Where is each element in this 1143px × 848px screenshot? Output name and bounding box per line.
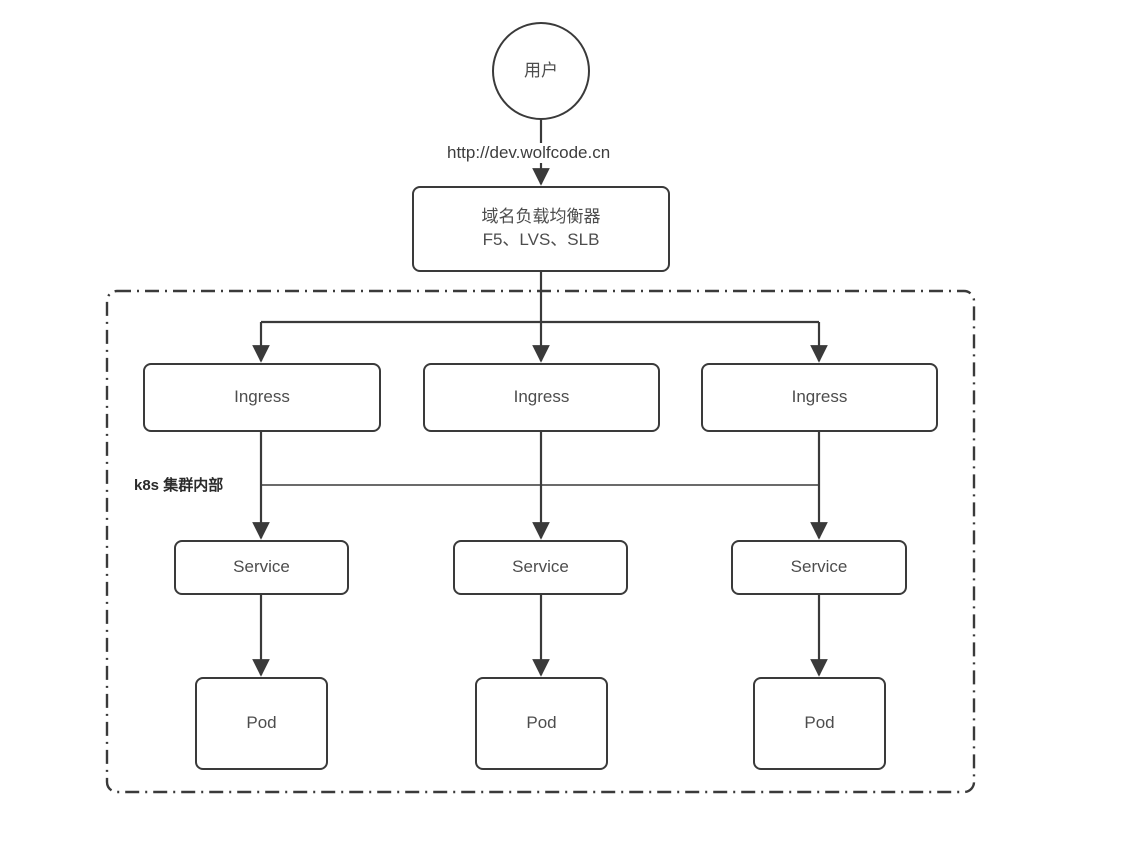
- node-ingress-3-label: Ingress: [791, 387, 848, 407]
- node-ingress-1[interactable]: Ingress: [143, 363, 381, 432]
- node-pod-1[interactable]: Pod: [195, 677, 328, 770]
- node-load-balancer[interactable]: 域名负载均衡器 F5、LVS、SLB: [412, 186, 670, 272]
- node-ingress-3[interactable]: Ingress: [701, 363, 938, 432]
- node-pod-2[interactable]: Pod: [475, 677, 608, 770]
- node-service-2[interactable]: Service: [453, 540, 628, 595]
- node-user-label: 用户: [524, 60, 558, 80]
- node-service-1[interactable]: Service: [174, 540, 349, 595]
- node-load-balancer-line1: 域名负载均衡器: [481, 207, 601, 227]
- node-pod-2-label: Pod: [526, 713, 557, 733]
- node-load-balancer-line2: F5、LVS、SLB: [482, 230, 600, 249]
- node-service-3-label: Service: [790, 557, 848, 577]
- node-pod-3[interactable]: Pod: [753, 677, 886, 770]
- node-service-2-label: Service: [512, 557, 569, 577]
- node-user[interactable]: 用户: [492, 22, 590, 120]
- node-pod-1-label: Pod: [246, 713, 277, 733]
- node-service-1-label: Service: [233, 557, 290, 577]
- node-ingress-2[interactable]: Ingress: [423, 363, 660, 432]
- edge-label-user-to-lb: http://dev.wolfcode.cn: [444, 143, 614, 163]
- node-pod-3-label: Pod: [804, 713, 835, 733]
- node-ingress-1-label: Ingress: [234, 387, 290, 407]
- node-ingress-2-label: Ingress: [513, 387, 570, 407]
- k8s-cluster-zone-label: k8s 集群内部: [130, 474, 228, 495]
- node-service-3[interactable]: Service: [731, 540, 907, 595]
